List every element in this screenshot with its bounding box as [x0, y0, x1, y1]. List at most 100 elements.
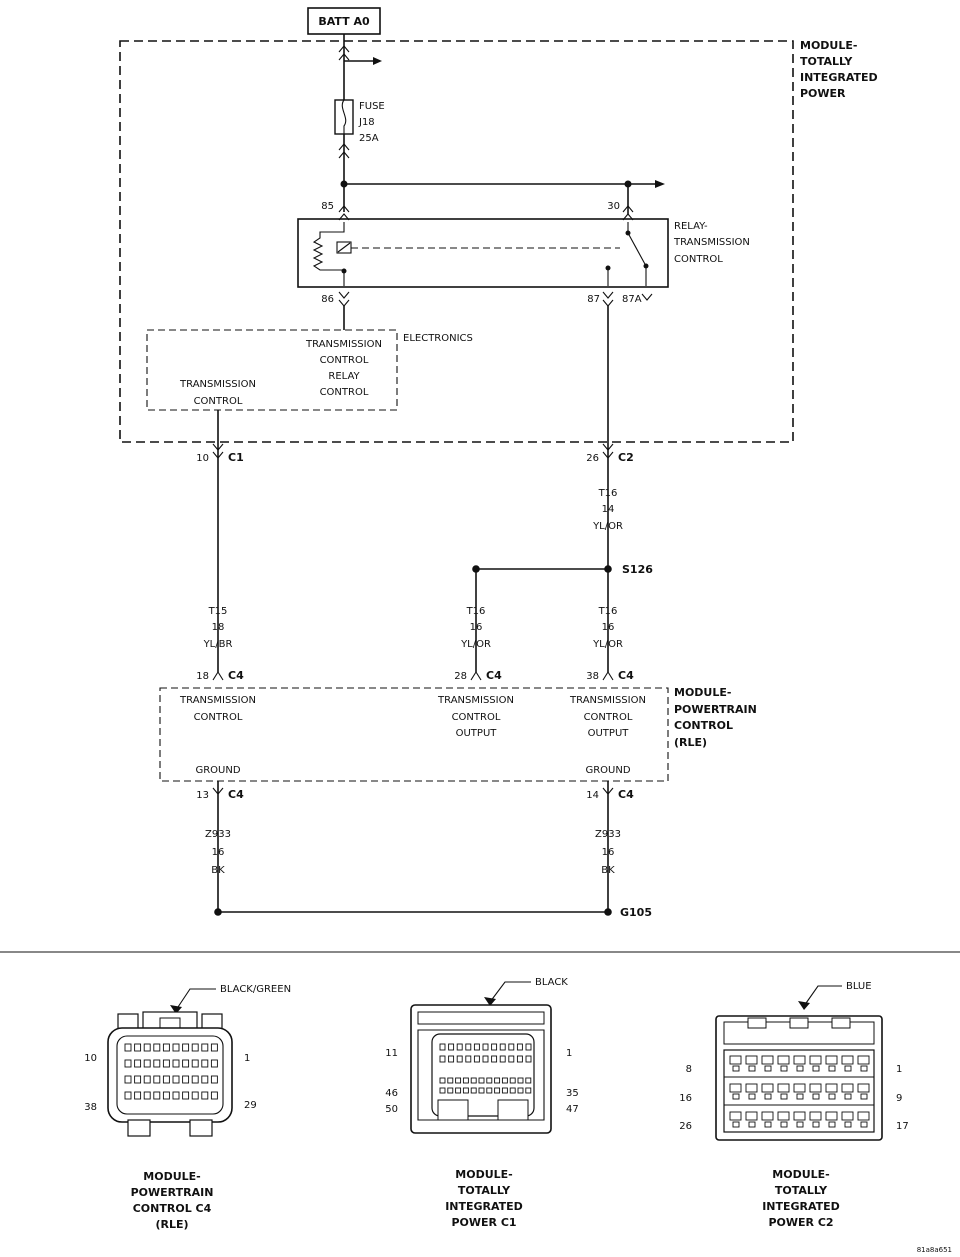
- svg-text:CONTROL: CONTROL: [584, 712, 633, 723]
- pin-cavity: [143, 1059, 151, 1068]
- pin-cavity: [172, 1091, 180, 1100]
- pin-cavity: [191, 1059, 199, 1068]
- pin-cavity: [516, 1043, 523, 1051]
- pin-87a-label: 87A: [622, 294, 642, 305]
- pin-cavity: [153, 1075, 161, 1084]
- pin-cavity: [732, 1121, 740, 1128]
- pin-cavity: [761, 1111, 774, 1121]
- pin-cavity: [455, 1087, 462, 1094]
- pin-cavity: [825, 1111, 838, 1121]
- pin-cavity: [812, 1065, 820, 1072]
- svg-text:10: 10: [84, 1053, 97, 1064]
- svg-text:INTEGRATED: INTEGRATED: [762, 1200, 840, 1213]
- pin-cavity: [162, 1075, 170, 1084]
- pin-cavity: [473, 1055, 480, 1063]
- pin-cavity: [124, 1043, 132, 1052]
- svg-text:CONTROL: CONTROL: [194, 396, 243, 407]
- pin-cavity: [825, 1055, 838, 1065]
- pin-cavity: [462, 1087, 469, 1094]
- pcm-output2-label: TRANSMISSION CONTROL OUTPUT: [569, 695, 646, 739]
- svg-text:POWERTRAIN: POWERTRAIN: [131, 1186, 214, 1199]
- pin-cavity: [844, 1121, 852, 1128]
- svg-text:28: 28: [454, 671, 467, 682]
- svg-text:14: 14: [586, 790, 599, 801]
- pin-cavity: [509, 1077, 516, 1084]
- svg-text:16: 16: [679, 1093, 692, 1104]
- svg-text:T16: T16: [598, 488, 618, 499]
- pin-cavity: [124, 1075, 132, 1084]
- pin-cavity: [764, 1065, 772, 1072]
- svg-text:Z933: Z933: [595, 829, 621, 840]
- svg-text:17: 17: [896, 1121, 909, 1132]
- pin-cavity: [841, 1111, 854, 1121]
- pin-cavity: [761, 1083, 774, 1093]
- svg-text:10: 10: [196, 453, 209, 464]
- pin-cavity: [777, 1055, 790, 1065]
- pin-cavity: [796, 1093, 804, 1100]
- pin-cavity: [491, 1043, 498, 1051]
- pin-cavity: [748, 1121, 756, 1128]
- pin-cavity: [448, 1055, 455, 1063]
- pin-cavity: [439, 1087, 446, 1094]
- connector-color-label: BLACK/GREEN: [220, 984, 291, 995]
- connector-view-pcm-c4: BLACK/GREEN 10 1 38 29 MODULE- POWERTRAI…: [84, 984, 291, 1231]
- pin-cavity: [210, 1043, 218, 1052]
- svg-text:8: 8: [686, 1064, 692, 1075]
- pin-cavity: [525, 1055, 532, 1063]
- svg-text:C4: C4: [228, 788, 244, 801]
- pin-cavity: [447, 1087, 454, 1094]
- svg-text:35: 35: [566, 1088, 579, 1099]
- pin-cavity: [793, 1055, 806, 1065]
- pin-cavity: [182, 1059, 190, 1068]
- pin-cavity: [462, 1077, 469, 1084]
- svg-text:INTEGRATED: INTEGRATED: [800, 71, 878, 84]
- pin-cavity: [841, 1055, 854, 1065]
- svg-text:T16: T16: [466, 606, 486, 617]
- pcm-ground1-label: GROUND: [195, 765, 240, 776]
- pin-cavity: [809, 1111, 822, 1121]
- svg-text:C4: C4: [486, 669, 502, 682]
- pin-30-label: 30: [607, 201, 620, 212]
- pin-cavity: [191, 1043, 199, 1052]
- svg-text:MODULE-: MODULE-: [143, 1170, 200, 1183]
- svg-text:BK: BK: [601, 865, 615, 876]
- connector-c4-pin38: 38 C4: [586, 669, 634, 682]
- svg-text:18: 18: [196, 671, 209, 682]
- pin-cavity: [482, 1043, 489, 1051]
- svg-text:11: 11: [385, 1048, 398, 1059]
- pin-cavity: [143, 1091, 151, 1100]
- svg-text:TRANSMISSION: TRANSMISSION: [437, 695, 514, 706]
- pin-87-label: 87: [587, 294, 600, 305]
- svg-text:TOTALLY: TOTALLY: [458, 1184, 511, 1197]
- pin-cavity: [729, 1055, 742, 1065]
- svg-text:9: 9: [896, 1093, 902, 1104]
- pin-cavity: [748, 1093, 756, 1100]
- pin-cavity: [465, 1055, 472, 1063]
- svg-text:YL/OR: YL/OR: [592, 639, 623, 650]
- connector-c2: 26 C2: [586, 451, 633, 464]
- svg-text:INTEGRATED: INTEGRATED: [445, 1200, 523, 1213]
- pin-cavity: [745, 1111, 758, 1121]
- pin-cavity: [201, 1059, 209, 1068]
- electronics-boundary: [146, 329, 398, 411]
- pin-cavity: [780, 1093, 788, 1100]
- svg-text:C2: C2: [618, 451, 634, 464]
- pin-cavity: [153, 1043, 161, 1052]
- pin-cavity: [764, 1121, 772, 1128]
- pin-cavity: [796, 1065, 804, 1072]
- pin-cavity: [172, 1075, 180, 1084]
- pin-cavity: [501, 1077, 508, 1084]
- pin-85-label: 85: [321, 201, 334, 212]
- wire-t16-right-label: T16 16 YL/OR: [592, 606, 623, 650]
- pin-cavity: [448, 1043, 455, 1051]
- pin-cavity: [191, 1075, 199, 1084]
- pin-cavity: [777, 1111, 790, 1121]
- tipm-module-boundary: [119, 40, 794, 443]
- pin-cavity: [517, 1077, 524, 1084]
- svg-text:BLACK: BLACK: [535, 977, 568, 988]
- svg-text:POWERTRAIN: POWERTRAIN: [674, 703, 757, 716]
- pin-cavity: [812, 1093, 820, 1100]
- svg-text:16: 16: [602, 847, 615, 858]
- pin-cavity: [860, 1065, 868, 1072]
